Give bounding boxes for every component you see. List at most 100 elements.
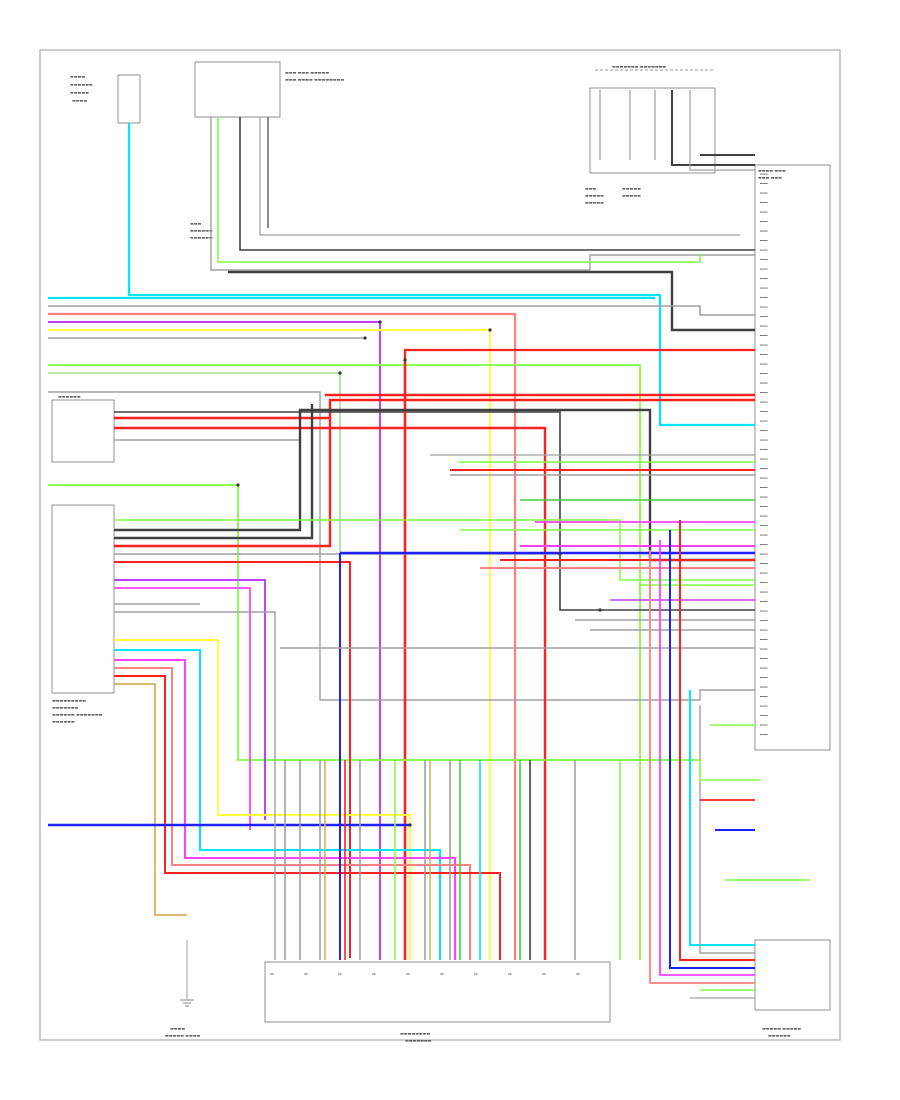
wire-2 [217, 117, 701, 263]
pin-label: ▬▬▬▬ [760, 248, 768, 252]
splice-dot [403, 358, 407, 362]
pin-layer: ▬▬▬▬▬▬▬▬▬▬▬▬▬▬▬▬▬▬▬▬▬▬▬▬▬▬▬▬▬▬▬▬▬▬▬▬▬▬▬▬… [270, 172, 768, 976]
pin-label: ▬▬▬▬ [760, 619, 768, 623]
svg-text:▬▬▬▬▬: ▬▬▬▬▬ [585, 200, 604, 205]
svg-text:▬▬▬▬▬▬: ▬▬▬▬▬▬ [768, 1033, 791, 1038]
right-lower-module: ▬▬▬▬▬ ▬▬▬▬▬ ▬▬▬▬▬▬ [754, 939, 831, 1038]
pin-label: ▬▬▬▬ [760, 647, 768, 651]
pin-label: ▬▬▬▬ [760, 191, 768, 195]
svg-text:▬▬▬▬▬ ▬▬▬▬: ▬▬▬▬▬ ▬▬▬▬ [165, 1033, 201, 1038]
pin-label: ▮▮ [304, 972, 308, 976]
svg-text:▬▬▬▬▬▬: ▬▬▬▬▬▬ [70, 82, 93, 87]
wire-18 [114, 411, 755, 611]
svg-text:▬▬▬▬▬: ▬▬▬▬▬ [622, 186, 641, 191]
wire-75 [699, 705, 755, 954]
left-lower-module: ▬▬▬▬▬▬▬▬▬ ▬▬▬▬▬▬▬ ▬▬▬▬▬▬ ▬▬▬▬▬▬▬ ▬▬▬▬▬▬ [51, 504, 115, 724]
splice-dot [408, 823, 412, 827]
svg-text:▬▬▬▬ ▬▬▬: ▬▬▬▬ ▬▬▬ [758, 168, 786, 173]
splice-dot [363, 336, 367, 340]
top-left-sensor: ▬▬▬▬ ▬▬▬▬▬▬ ▬▬▬▬▬ ▬▬▬▬ [70, 74, 141, 124]
wire-76 [679, 520, 755, 961]
wire-20 [403, 348, 755, 360]
svg-text:▬▬▬▬: ▬▬▬▬ [70, 74, 85, 79]
svg-text:▬▬▬▬▬: ▬▬▬▬▬ [622, 193, 641, 198]
pin-label: ▬▬▬▬ [760, 381, 768, 385]
pin-label: ▬▬▬▬ [760, 372, 768, 376]
pin-label: ▬▬▬▬ [760, 239, 768, 243]
svg-text:▬▬▬▬▬ ▬▬▬▬▬: ▬▬▬▬▬ ▬▬▬▬▬ [762, 1026, 801, 1031]
pin-label: ▬▬▬▬ [760, 476, 768, 480]
pin-label: ▬▬▬▬ [760, 277, 768, 281]
wire-23 [48, 484, 700, 761]
pin-label: ▬▬▬▬ [760, 486, 768, 490]
wire-35 [114, 659, 456, 960]
pin-label: ▬▬▬▬ [760, 552, 768, 556]
pin-label: ▬▬▬▬ [760, 628, 768, 632]
diagram-frame [39, 49, 841, 1041]
pin-label: ▮▮ [406, 972, 410, 976]
wire-13 [48, 364, 641, 960]
wire-30 [114, 579, 266, 820]
wire-34 [114, 649, 441, 960]
pin-label: ▬▬▬▬ [760, 600, 768, 604]
wire-90 [671, 90, 755, 166]
pin-label: ▮▮ [372, 972, 376, 976]
wire-17 [114, 426, 547, 960]
pin-label: ▬▬▬▬ [760, 220, 768, 224]
pin-label: ▬▬▬▬ [760, 524, 768, 528]
top-center-module: ▬▬▬ ▬▬▬ ▬▬▬▬▬ ▬▬▬ ▬▬▬▬ ▬▬▬▬▬▬▬▬ ▬▬▬ ▬▬▬▬… [190, 61, 344, 240]
pin-label: ▬▬▬▬ [760, 448, 768, 452]
pin-label: ▬▬▬▬ [760, 201, 768, 205]
pin-label: ▬▬▬▬ [760, 229, 768, 233]
pin-label: ▬▬▬▬ [760, 638, 768, 642]
wire-layer [48, 90, 810, 999]
wire-19 [114, 410, 301, 441]
pin-label: ▬▬▬▬ [760, 182, 768, 186]
pin-label: ▬▬▬▬ [760, 562, 768, 566]
pin-label: ▮▮ [270, 972, 274, 976]
svg-text:▬▬▬: ▬▬▬ [585, 186, 597, 191]
pin-label: ▬▬▬▬ [760, 286, 768, 290]
splice-dot [338, 371, 342, 375]
svg-text:▬▬▬▬▬▬▬▬: ▬▬▬▬▬▬▬▬ [400, 1031, 430, 1036]
wire-15 [48, 391, 755, 701]
pin-label: ▬▬▬▬ [760, 685, 768, 689]
pin-label: ▬▬▬▬ [760, 467, 768, 471]
pin-label: ▮▮ [576, 972, 580, 976]
wire-4 [259, 117, 740, 236]
svg-text:▬▬▬▬▬▬▬: ▬▬▬▬▬▬▬ [405, 1038, 432, 1043]
pin-label: ▬▬▬▬ [760, 419, 768, 423]
svg-text:▬▬▬▬▬▬▬: ▬▬▬▬▬▬▬ [52, 705, 79, 710]
wire-0 [127, 123, 755, 427]
pin-label: ▬▬▬▬ [760, 267, 768, 271]
svg-text:▬▬▬▬▬▬: ▬▬▬▬▬▬ [190, 235, 213, 240]
pin-label: ▬▬▬▬ [760, 438, 768, 442]
pin-label: ▮▮ [338, 972, 342, 976]
splice-dot [378, 320, 382, 324]
wire-31 [114, 587, 251, 830]
svg-text:▬▬▬ ▬▬▬▬ ▬▬▬▬▬▬▬▬: ▬▬▬ ▬▬▬▬ ▬▬▬▬▬▬▬▬ [285, 77, 344, 82]
pin-label: ▬▬▬▬ [760, 543, 768, 547]
pin-label: ▬▬▬▬ [760, 571, 768, 575]
wire-6 [228, 270, 755, 332]
pin-label: ▬▬▬▬ [760, 305, 768, 309]
wire-79 [649, 550, 755, 984]
svg-text:▬▬▬▬: ▬▬▬▬ [170, 1026, 185, 1031]
wire-91 [689, 90, 755, 171]
pin-label: ▮▮ [474, 972, 478, 976]
pin-label: ▬▬▬▬ [760, 514, 768, 518]
splice-dot [236, 483, 240, 487]
svg-text:▬▬▬▬▬▬▬ ▬▬▬▬▬▬▬: ▬▬▬▬▬▬▬ ▬▬▬▬▬▬▬ [612, 64, 666, 69]
wire-37 [114, 675, 501, 960]
pin-label: ▬▬▬▬ [760, 609, 768, 613]
pin-label: ▬▬▬▬ [760, 315, 768, 319]
pin-label: ▬▬▬▬ [760, 695, 768, 699]
right-main-module: ▬▬▬▬ ▬▬▬ ▬▬▬ ▬▬▬ [754, 164, 831, 751]
left-mid-module: ▬▬▬▬▬▬ [51, 394, 115, 463]
wire-8 [48, 305, 755, 316]
svg-text:▬▬▬▬▬: ▬▬▬▬▬ [70, 90, 89, 95]
pin-label: ▬▬▬▬ [760, 505, 768, 509]
svg-text:▬▬▬▬▬▬: ▬▬▬▬▬▬ [52, 719, 75, 724]
pin-label: ▬▬▬▬ [760, 533, 768, 537]
